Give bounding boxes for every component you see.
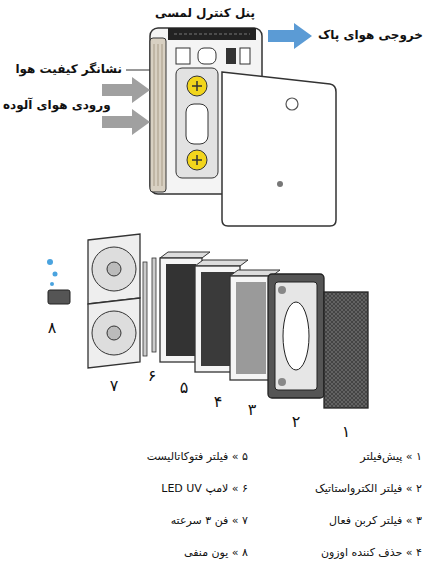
- callout-number: ۷: [110, 376, 119, 395]
- part-list-item: ۸ » یون منفی: [184, 546, 248, 559]
- part-list-item: ۳ » فیلتر کربن فعال: [329, 514, 422, 527]
- part-list-item: ۴ » حذف کننده اوزون: [321, 546, 422, 559]
- part-list-item: ۵ » فیلتر فتوکاتالیست: [147, 450, 248, 463]
- part-label: نشانگر کیفیت هوا: [15, 62, 122, 76]
- part-list-item: ۱ » پیش‌فیلتر: [360, 450, 422, 463]
- callout-number: ۲: [292, 412, 301, 431]
- part-label: خروجی هوای پاک: [318, 28, 423, 42]
- callout-number: ۴: [214, 392, 223, 411]
- callout-number: ۵: [180, 378, 189, 397]
- part-label: پنل کنترل لمسی: [155, 6, 255, 20]
- part-list-item: ۷ » فن ۳ سرعته: [171, 514, 248, 527]
- part-list-item: ۲ » فیلتر الکترواستاتیک: [315, 482, 422, 495]
- callout-number: ۸: [48, 318, 57, 337]
- part-list-item: ۶ » لامپ LED UV: [161, 482, 248, 495]
- part-label: ورودی هوای آلوده: [3, 98, 111, 112]
- callout-number: ۱: [342, 422, 351, 441]
- callout-number: ۳: [248, 400, 257, 419]
- callout-number: ۶: [148, 366, 157, 385]
